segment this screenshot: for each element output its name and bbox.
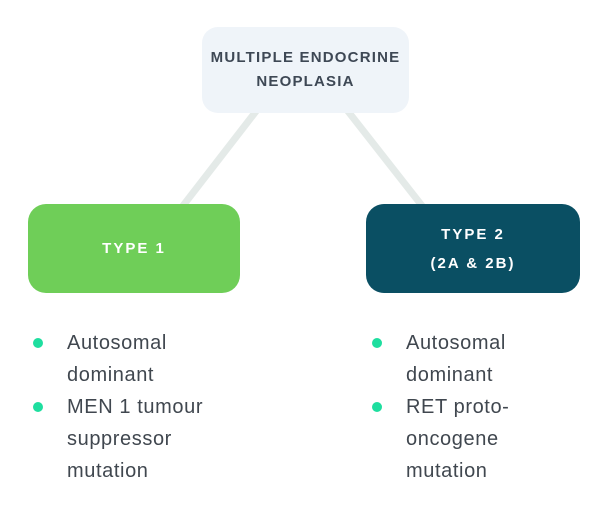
list-item: RET proto-oncogene mutation — [372, 391, 557, 487]
connector-root-to-type2 — [344, 107, 426, 210]
type1-node-label: TYPE 1 — [102, 240, 166, 257]
list-item-text: RET proto-oncogene mutation — [406, 396, 510, 482]
bullet-dot-icon — [372, 402, 382, 412]
root-node-label: MULTIPLE ENDOCRINE NEOPLASIA — [210, 49, 401, 90]
connector-root-to-type1 — [179, 107, 260, 210]
bullet-dot-icon — [372, 338, 382, 348]
type2-node: TYPE 2 (2A & 2B) — [366, 204, 580, 293]
list-item: MEN 1 tumour suppressor mutation — [33, 391, 218, 487]
type2-bullet-list: Autosomal dominant RET proto-oncogene mu… — [372, 327, 562, 487]
list-item: Autosomal dominant — [33, 327, 218, 391]
type1-node: TYPE 1 — [28, 204, 240, 293]
bullet-dot-icon — [33, 338, 43, 348]
bullet-dot-icon — [33, 402, 43, 412]
type1-bullet-list: Autosomal dominant MEN 1 tumour suppress… — [33, 327, 223, 487]
type2-node-label: TYPE 2 — [441, 225, 505, 243]
root-node: MULTIPLE ENDOCRINE NEOPLASIA — [202, 27, 409, 113]
list-item-text: MEN 1 tumour suppressor mutation — [67, 396, 204, 482]
list-item: Autosomal dominant — [372, 327, 557, 391]
list-item-text: Autosomal dominant — [67, 332, 167, 386]
type2-node-sublabel: (2A & 2B) — [430, 254, 516, 272]
list-item-text: Autosomal dominant — [406, 332, 506, 386]
